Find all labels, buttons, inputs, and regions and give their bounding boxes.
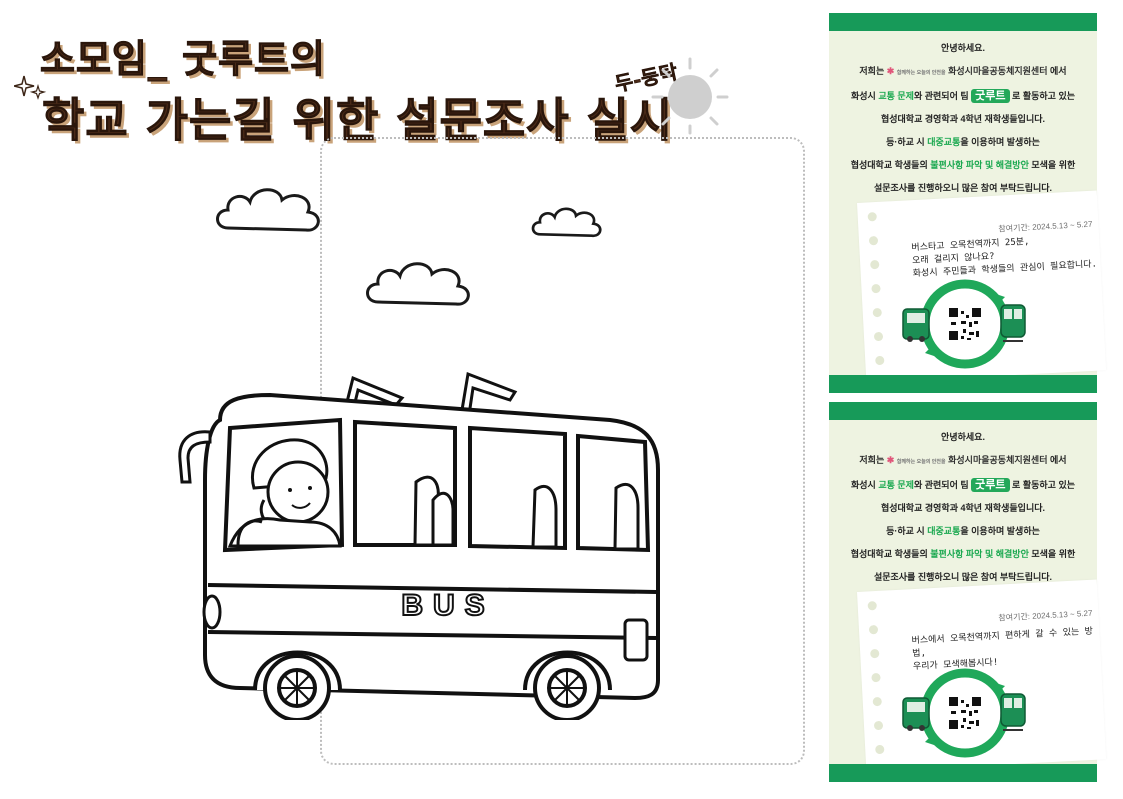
poster-line-1: 저희는 ✱ 함께하는 오늘의 안전을 화성시마을공동체지원센터 에서 [859, 455, 1067, 465]
survey-poster-2: 안녕하세요. 저희는 ✱ 함께하는 오늘의 안전을 화성시마을공동체지원센터 에… [829, 402, 1107, 782]
train-icon [1000, 304, 1026, 342]
poster-line-3: 협성대학교 경영학과 4학년 재학생들입니다. [880, 503, 1046, 513]
cloud-icon [366, 262, 470, 306]
poster-line-5: 협성대학교 학생들의 불편사항 파악 및 해결방안 모색을 위한 [850, 549, 1076, 559]
bus-icon [902, 697, 930, 731]
bus-illustration: BUS [178, 371, 660, 720]
qr-cycle-graphic[interactable] [901, 664, 1029, 762]
survey-poster-1: 안녕하세요. 저희는 ✱ 함께하는 오늘의 안전을 화성시마을공동체지원센터 에… [829, 13, 1107, 393]
poster-line-6: 설문조사를 진행하오니 많은 참여 부탁드립니다. [873, 572, 1053, 582]
cloud-icon [531, 207, 602, 238]
handwritten-note: 버스타고 오목천역까지 25분, 오래 걸리지 않나요? 화성시 주민들과 학생… [911, 237, 1098, 280]
sparkle-icon [14, 75, 47, 100]
survey-period: 참여기간: 2024.5.13 ~ 5.27 [998, 219, 1093, 234]
poster-line-1: 저희는 ✱ 함께하는 오늘의 안전을 화성시마을공동체지원센터 에서 [859, 66, 1067, 76]
poster-top-bar [829, 13, 1097, 31]
survey-period: 참여기간: 2024.5.13 ~ 5.27 [998, 608, 1093, 623]
notepad-holes [867, 211, 887, 380]
poster-line-2: 화성시 교통 문제와 관련되어 팀 굿루트 로 활동하고 있는 [850, 89, 1076, 103]
title-line-1: 소모임_ 굿루트의 [40, 37, 326, 82]
poster-greeting: 안녕하세요. [941, 432, 985, 442]
poster-top-bar [829, 402, 1097, 420]
train-icon [1000, 693, 1026, 731]
qr-cycle-graphic[interactable] [901, 275, 1029, 373]
poster-greeting: 안녕하세요. [941, 43, 985, 53]
team-name-badge: 굿루트 [971, 478, 1010, 492]
poster-line-4: 등·하교 시 대중교통을 이용하며 발생하는 [886, 526, 1040, 536]
poster-line-4: 등·하교 시 대중교통을 이용하며 발생하는 [886, 137, 1040, 147]
bus-icon [902, 308, 930, 342]
notepad-holes [867, 600, 887, 769]
poster-line-2: 화성시 교통 문제와 관련되어 팀 굿루트 로 활동하고 있는 [850, 478, 1076, 492]
poster-line-6: 설문조사를 진행하오니 많은 참여 부탁드립니다. [873, 183, 1053, 193]
poster-line-3: 협성대학교 경영학과 4학년 재학생들입니다. [880, 114, 1046, 124]
team-name-badge: 굿루트 [971, 89, 1010, 103]
poster-line-5: 협성대학교 학생들의 불편사항 파악 및 해결방안 모색을 위한 [850, 160, 1076, 170]
cloud-icon [216, 188, 320, 232]
sun-icon [651, 57, 729, 135]
poster-bottom-bar [829, 375, 1097, 393]
bus-label: BUS [401, 589, 494, 622]
poster-bottom-bar [829, 764, 1097, 782]
